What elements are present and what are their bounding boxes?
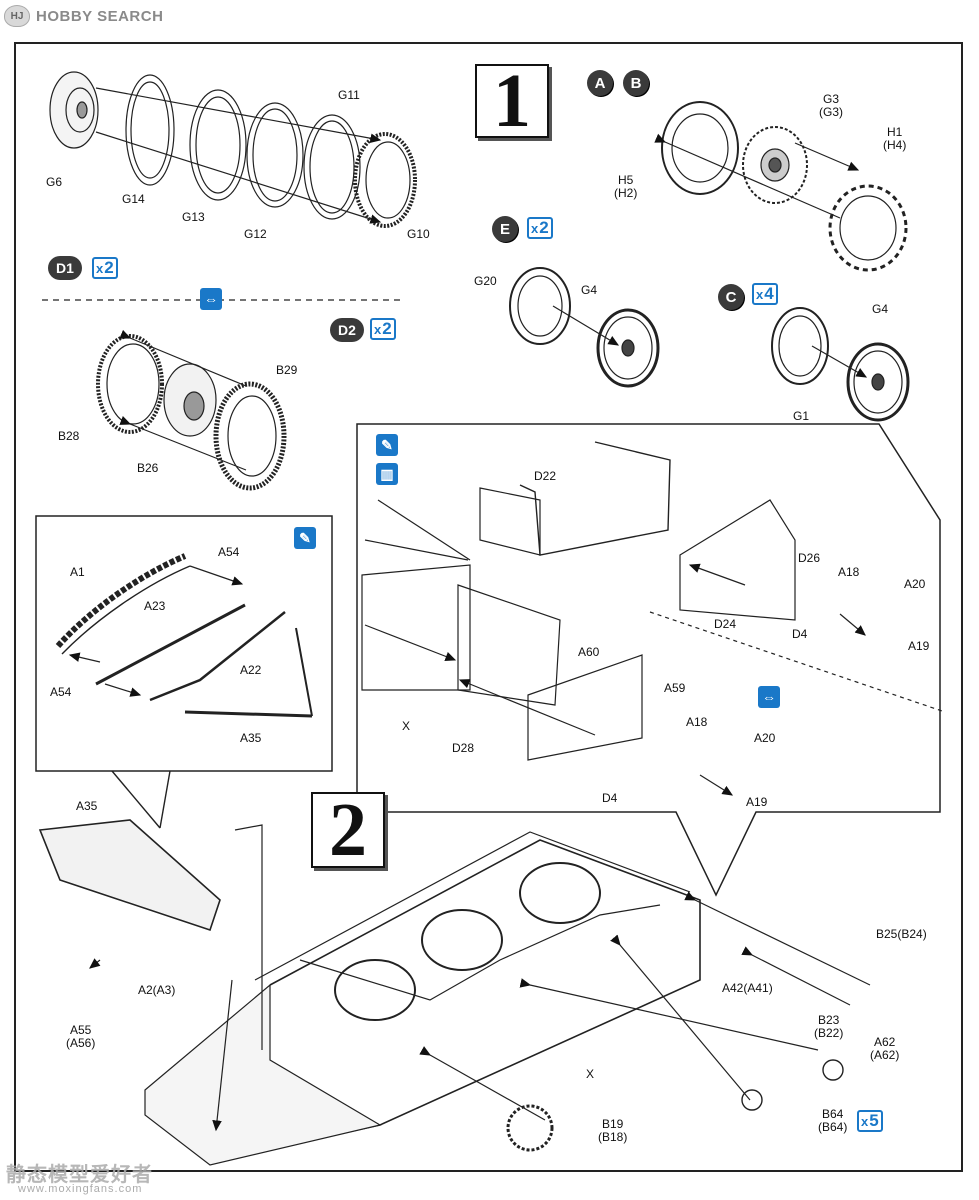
part-label-g4-e: G4 [581,283,598,297]
idler-wheel-assembly [49,71,417,228]
watermark-text: 静态模型爱好者 [6,1162,153,1186]
part-label-a35: A35 [76,799,98,813]
part-label-x-detail: X [402,719,411,733]
road-wheel-c [771,307,910,422]
part-label-a20-bottom: A20 [754,731,776,745]
part-label-h5: H5(H2) [614,173,638,200]
part-label-g6: G6 [46,175,63,189]
site-header: HJ HOBBY SEARCH [4,4,163,28]
variant-badge-a: A [587,70,613,96]
glue-icon: ✎ [376,434,398,456]
part-label-a18-top: A18 [838,565,860,579]
part-label-b25: B25(B24) [876,927,927,941]
part-label-a54-top: A54 [218,545,240,559]
part-label-a54-bottom: A54 [50,685,72,699]
part-label-g20: G20 [474,274,497,288]
watermark-url: www.moxingfans.com [18,1183,143,1195]
instruction-sheet-frame [14,42,963,1172]
part-label-a23: A23 [144,599,166,613]
part-label-a19-top: A19 [908,639,930,653]
tyre-wheel-d2 [96,329,287,491]
variant-badge-d2: D2 [330,318,364,342]
part-label-b28: B28 [58,429,80,443]
part-label-b19: B19(B18) [598,1117,628,1144]
part-label-g11: G11 [338,88,360,102]
variant-badge-e: E [492,216,518,242]
sprocket-assembly [654,101,908,272]
part-label-a22: A22 [240,663,262,677]
part-label-g3: G3(G3) [819,92,843,119]
part-label-d26: D26 [798,551,821,565]
paint-icon: ▥ [376,463,398,485]
part-label-g14: G14 [122,192,145,206]
part-label-b64: B64(B64) [818,1107,848,1134]
part-label-d4-top: D4 [792,627,808,641]
part-label-g13: G13 [182,210,205,224]
part-label-g1: G1 [793,409,810,423]
part-label-d22: D22 [534,469,557,483]
part-label-a20-top: A20 [904,577,926,591]
part-label-g10: G10 [407,227,430,241]
part-label-a1: A1 [70,565,85,579]
site-name: HOBBY SEARCH [36,7,164,25]
part-label-a55: A55(A56) [66,1023,96,1050]
part-label-a62: A62(A62) [870,1035,900,1062]
part-label-g4-c: G4 [872,302,889,316]
step-number-2: 2 [311,788,385,872]
part-label-a35-detail: A35 [240,731,262,745]
part-label-a59: A59 [664,681,686,695]
part-label-a18-bottom: A18 [686,715,708,729]
part-label-a42: A42(A41) [722,981,773,995]
part-label-b26: B26 [137,461,159,475]
part-label-d4-bottom: D4 [602,791,618,805]
variant-badge-d1: D1 [48,256,82,280]
part-label-b29: B29 [276,363,298,377]
part-label-a60: A60 [578,645,600,659]
part-label-h1: H1(H4) [883,125,907,152]
part-label-a19-bottom: A19 [746,795,768,809]
step-number-1: 1 [475,59,549,143]
part-label-d28: D28 [452,741,475,755]
flip-over-icon-2: ⇔ [758,686,780,708]
part-label-b23: B23(B22) [814,1013,844,1040]
flip-over-icon: ⇔ [200,288,222,310]
variant-badge-b: B [623,70,649,96]
variant-badge-c: C [718,284,744,310]
part-label-x-chassis: X [586,1067,595,1081]
leaf-spring-detail [55,553,313,718]
hobby-search-logo-icon: HJ [4,5,30,27]
glue-icon-2: ✎ [294,527,316,549]
chassis-assembly [38,819,871,1166]
part-label-g12: G12 [244,227,267,241]
road-wheel-e [509,267,660,388]
bulkhead-detail [361,441,946,796]
part-label-a2: A2(A3) [138,983,176,997]
part-label-d24: D24 [714,617,737,631]
